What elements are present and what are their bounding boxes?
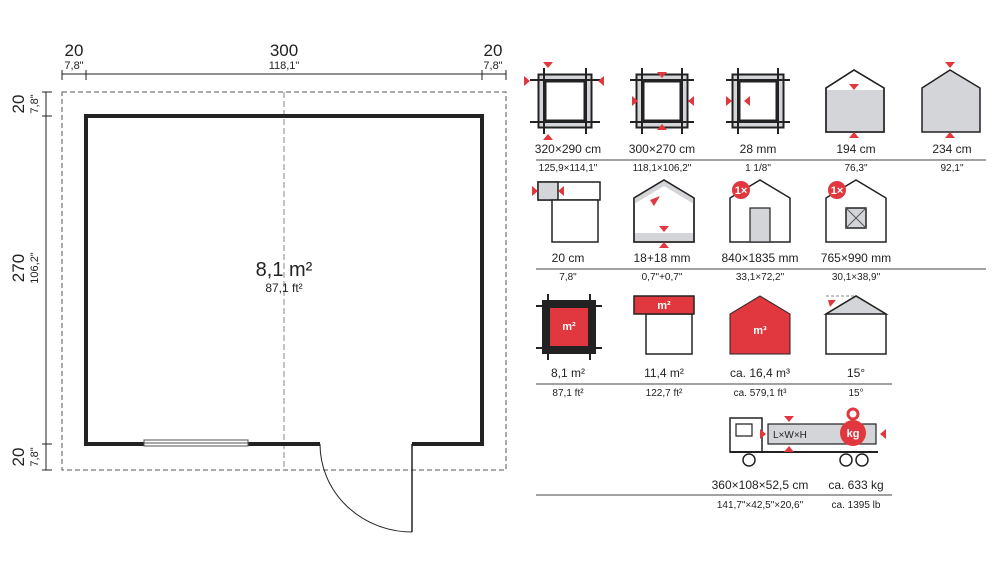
window-icon: 1× bbox=[825, 179, 887, 243]
left-dim-mid-inch: 106,2" bbox=[29, 252, 41, 284]
window-count-badge bbox=[828, 181, 846, 199]
spec-door-sub: 33,1×72,2" bbox=[736, 272, 785, 283]
transport-row: L×W×H kg 360×108×52,5 cm 141,7"×42,5"×20… bbox=[536, 407, 892, 511]
spec-roof-area: 11,4 m² bbox=[644, 366, 684, 380]
top-dim-right-inch: 7,8" bbox=[483, 60, 502, 72]
floor-area-ft2: 87,1 ft² bbox=[265, 281, 302, 295]
wall-thickness-icon bbox=[726, 68, 790, 134]
floor-area-icon: m² bbox=[536, 294, 602, 360]
svg-text:m³: m³ bbox=[753, 325, 767, 337]
roof-area-icon: m² bbox=[633, 295, 695, 355]
left-dim-bottom-inch: 7,8" bbox=[29, 447, 41, 466]
svg-text:m²: m² bbox=[657, 300, 671, 312]
spec-window-sub: 30,1×38,9" bbox=[832, 272, 881, 283]
top-dim-left-inch: 7,8" bbox=[64, 60, 83, 72]
spec-roof-floor-thickness-sub: 0,7"+0,7" bbox=[642, 272, 683, 283]
spec-roof-floor-thickness: 18+18 mm bbox=[633, 251, 690, 265]
spec-weight-sub: ca. 1395 lb bbox=[832, 500, 881, 511]
spec-volume: ca. 16,4 m³ bbox=[730, 366, 790, 380]
spec-volume-sub: ca. 579,1 ft³ bbox=[734, 388, 787, 399]
left-dim-top-cm: 20 bbox=[9, 95, 28, 114]
roof-overhang-outline bbox=[61, 91, 507, 471]
spec-package-dimensions: 360×108×52,5 cm bbox=[712, 478, 809, 492]
spec-wall-height: 194 cm bbox=[836, 142, 875, 156]
door-count-badge bbox=[732, 181, 750, 199]
weight-icon: kg bbox=[840, 407, 866, 446]
spec-inner-footprint: 300×270 cm bbox=[629, 142, 695, 156]
spec-window: 765×990 mm bbox=[821, 251, 891, 265]
spec-roof-overhang-sub: 7,8" bbox=[559, 272, 577, 283]
left-dim-bottom-cm: 20 bbox=[9, 448, 28, 467]
wall-height-icon bbox=[825, 69, 885, 138]
spec-roof-pitch: 15° bbox=[847, 366, 865, 380]
truck-icon: L×W×H kg bbox=[729, 407, 886, 467]
roof-overhang-icon bbox=[532, 181, 601, 243]
walls bbox=[84, 114, 484, 446]
top-dim-mid-cm: 300 bbox=[270, 41, 298, 60]
specs-row-2: 20 cm 7,8" 18+18 mm 0,7"+0,7" 1× 840×183… bbox=[532, 179, 986, 283]
specs-row-3: m² 8,1 m² 87,1 ft² m² 11,4 m² 122,7 ft² … bbox=[536, 294, 892, 399]
top-dim-mid-inch: 118,1" bbox=[269, 60, 300, 72]
inner-footprint-icon bbox=[630, 68, 694, 134]
specs-row-1: 320×290 cm 125,9×114,1" 300×270 cm 118,1… bbox=[524, 62, 986, 174]
svg-text:kg: kg bbox=[847, 428, 860, 440]
spec-ridge-height-sub: 92,1" bbox=[940, 163, 963, 174]
spec-wall-thickness-sub: 1 1/8" bbox=[745, 163, 771, 174]
door-swing-arc bbox=[319, 443, 413, 533]
svg-text:1×: 1× bbox=[735, 185, 748, 197]
spec-roof-pitch-sub: 15° bbox=[848, 388, 863, 399]
spec-floor-area-sub: 87,1 ft² bbox=[552, 388, 584, 399]
svg-text:m²: m² bbox=[562, 321, 576, 333]
spec-ridge-height: 234 cm bbox=[932, 142, 971, 156]
spec-inner-footprint-sub: 118,1×106,2" bbox=[633, 163, 692, 174]
outer-footprint-icon bbox=[524, 62, 604, 140]
ridge-height-icon bbox=[921, 62, 981, 138]
spec-package-dimensions-sub: 141,7"×42,5"×20,6" bbox=[717, 500, 804, 511]
spec-wall-thickness: 28 mm bbox=[740, 142, 777, 156]
door-icon: 1× bbox=[729, 179, 791, 243]
spec-roof-area-sub: 122,7 ft² bbox=[646, 388, 683, 399]
spec-door: 840×1835 mm bbox=[721, 251, 798, 265]
svg-text:1×: 1× bbox=[831, 185, 844, 197]
left-dim-mid-cm: 270 bbox=[9, 254, 28, 282]
floorplan: 20 7,8" 300 118,1" 20 7,8" 20 7,8" 270 1… bbox=[9, 41, 507, 533]
top-dim-right-cm: 20 bbox=[484, 41, 503, 60]
roof-pitch-icon bbox=[823, 295, 889, 355]
spec-roof-overhang: 20 cm bbox=[552, 251, 585, 265]
top-dim-left-cm: 20 bbox=[65, 41, 84, 60]
package-dimension-label: L×W×H bbox=[773, 430, 807, 441]
roof-floor-thickness-icon bbox=[633, 179, 695, 248]
spec-outer-footprint-sub: 125,9×114,1" bbox=[539, 163, 598, 174]
spec-weight: ca. 633 kg bbox=[828, 478, 883, 492]
left-dim-top-inch: 7,8" bbox=[29, 94, 41, 113]
floor-area-m2: 8,1 m² bbox=[256, 259, 313, 281]
spec-outer-footprint: 320×290 cm bbox=[535, 142, 601, 156]
spec-wall-height-sub: 76,3" bbox=[844, 163, 867, 174]
spec-floor-area: 8,1 m² bbox=[551, 366, 585, 380]
volume-icon: m³ bbox=[729, 295, 791, 355]
